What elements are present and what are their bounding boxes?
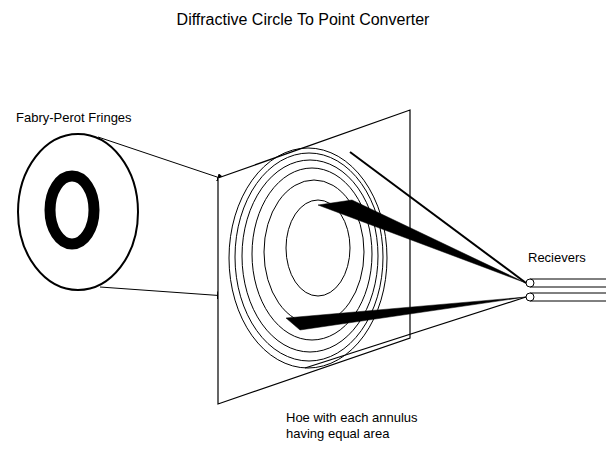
projection-arrow (100, 287, 226, 296)
plate-caption: Hoe with each annulus having equal area (286, 410, 446, 441)
hologram-plate (218, 110, 410, 404)
diffracted-beams (286, 152, 526, 368)
fringe-pattern (18, 134, 138, 290)
projection-arrow (98, 137, 226, 180)
annulus-rings (229, 148, 387, 368)
receiver-label: Recievers (528, 250, 586, 266)
diagram-title: Diffractive Circle To Point Converter (0, 10, 606, 29)
receiver-tubes (526, 279, 606, 301)
annulus-ring (235, 153, 383, 361)
annulus-ring (286, 200, 350, 296)
fringe-label: Fabry-Perot Fringes (16, 110, 132, 126)
annulus-ring (229, 148, 387, 368)
